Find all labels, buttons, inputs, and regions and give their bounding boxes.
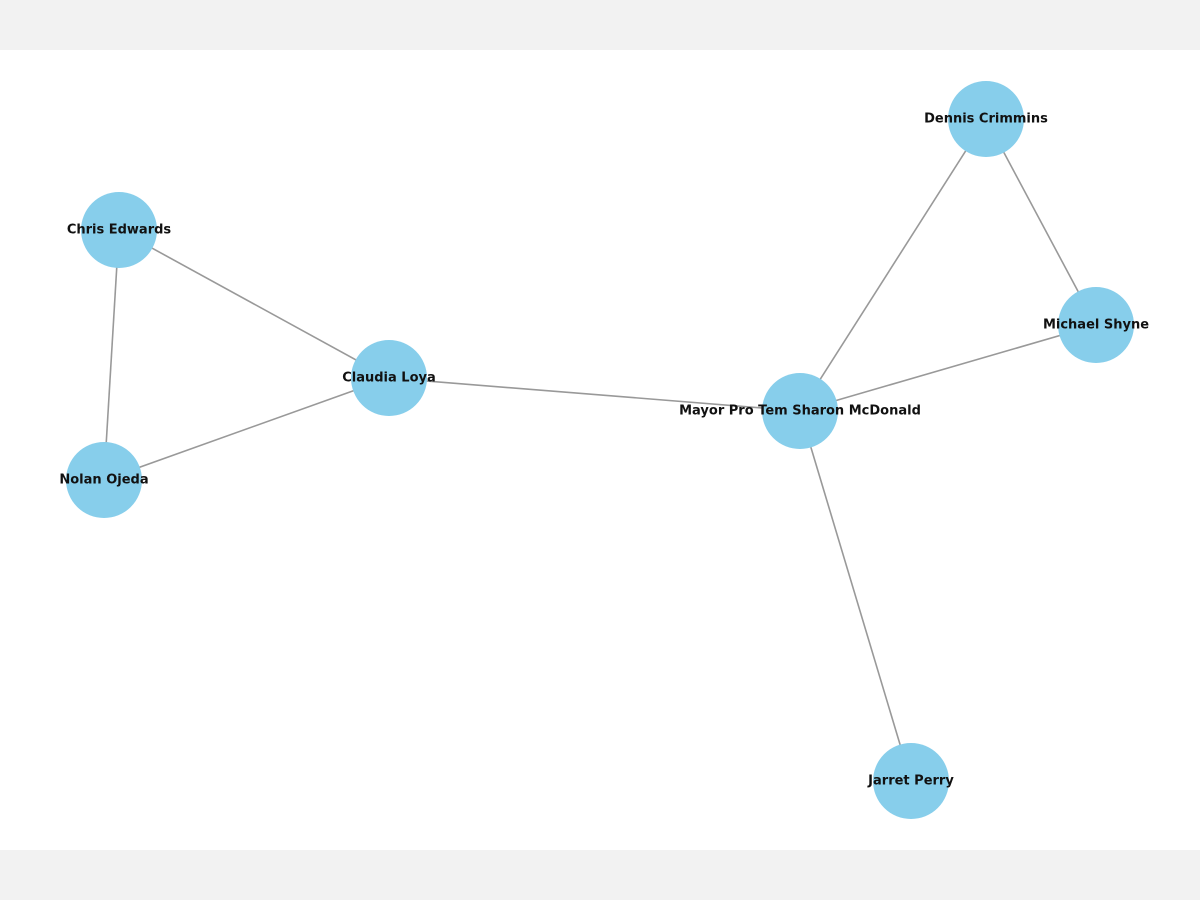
edge-claudia-sharon xyxy=(388,377,801,412)
node-circle xyxy=(1058,287,1134,363)
node-circle xyxy=(351,340,427,416)
node-michael: Michael Shyne xyxy=(1043,287,1149,363)
node-sharon: Mayor Pro Tem Sharon McDonald xyxy=(679,373,921,449)
node-circle xyxy=(762,373,838,449)
edge-sharon-dennis xyxy=(799,118,987,412)
edge-chris-nolan xyxy=(103,229,120,481)
node-dennis: Dennis Crimmins xyxy=(924,81,1048,157)
node-nolan: Nolan Ojeda xyxy=(59,442,149,518)
node-label: Jarret Perry xyxy=(867,774,954,789)
node-label: Dennis Crimmins xyxy=(924,112,1048,127)
node-label: Claudia Loya xyxy=(342,371,436,386)
diagram-canvas xyxy=(0,50,1200,850)
node-circle xyxy=(66,442,142,518)
node-jarret: Jarret Perry xyxy=(867,743,954,819)
node-label: Nolan Ojeda xyxy=(59,473,148,488)
edge-nolan-claudia xyxy=(103,377,390,481)
edge-sharon-jarret xyxy=(799,410,912,782)
node-claudia: Claudia Loya xyxy=(342,340,436,416)
edge-sharon-michael xyxy=(799,324,1097,412)
node-label: Michael Shyne xyxy=(1043,318,1149,333)
edge-chris-claudia xyxy=(118,229,390,379)
node-label: Mayor Pro Tem Sharon McDonald xyxy=(679,404,921,419)
edges-layer xyxy=(103,118,1097,782)
node-circle xyxy=(873,743,949,819)
node-circle xyxy=(81,192,157,268)
edge-dennis-michael xyxy=(985,118,1097,326)
node-circle xyxy=(948,81,1024,157)
node-chris: Chris Edwards xyxy=(67,192,172,268)
node-label: Chris Edwards xyxy=(67,223,172,238)
